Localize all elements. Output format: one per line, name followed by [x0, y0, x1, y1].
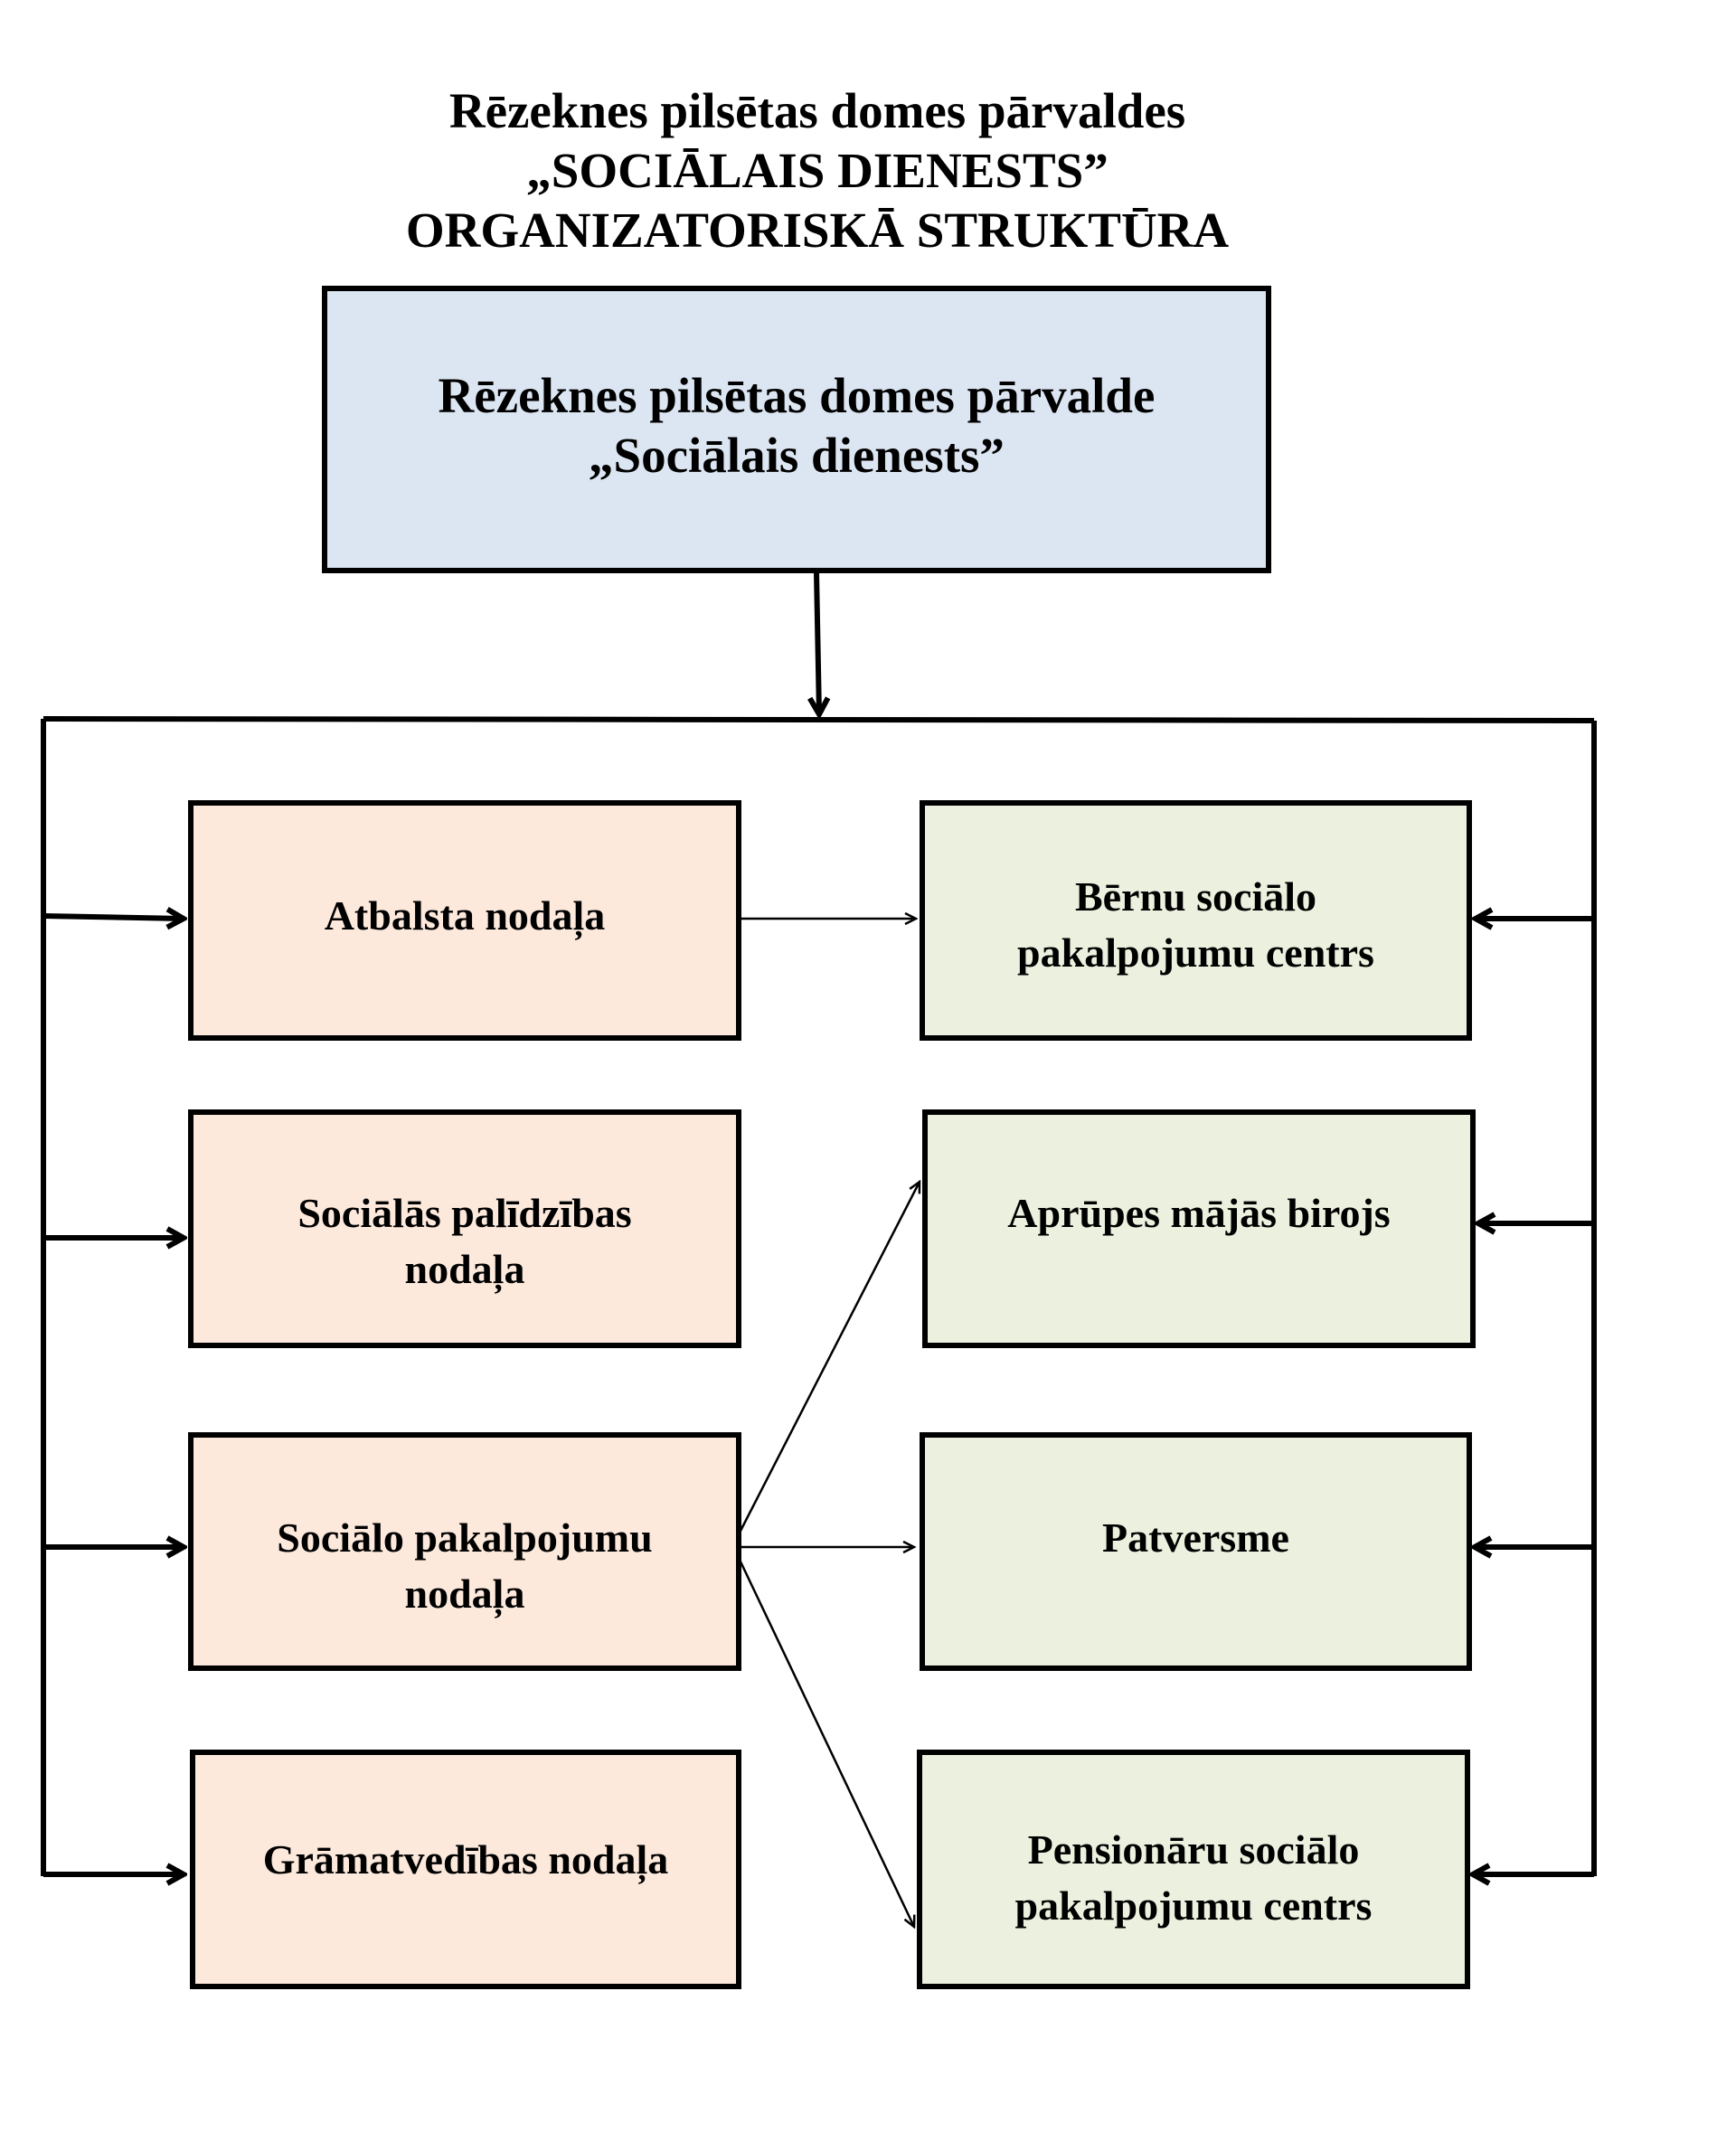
- main-office-box: Rēzeknes pilsētas domes pārvalde „Sociāl…: [322, 286, 1271, 573]
- dept-socialas-palidzibas-nodala: Sociālās palīdzības nodaļa: [188, 1109, 741, 1348]
- title-line-3: ORGANIZATORISKĀ STRUKTŪRA: [405, 203, 1230, 258]
- title-line-2: „SOCIĀLAIS DIENESTS”: [526, 143, 1109, 198]
- unit-patversme: Patversme: [920, 1432, 1472, 1671]
- dept-atbalsta-nodala: Atbalsta nodaļa: [188, 800, 741, 1041]
- dept-atbalsta-label: Atbalsta nodaļa: [324, 892, 606, 939]
- top-distribution-line: [42, 716, 1595, 723]
- title-line-1: Rēzeknes pilsētas domes pārvaldes: [448, 83, 1186, 138]
- diagram-title: Rēzeknes pilsētas domes pārvaldes „SOCIĀ…: [0, 81, 1635, 260]
- arrow-to-atbalsta: [42, 916, 184, 919]
- unit-pensionaru-socialo-pakalpojumu-centrs: Pensionāru sociālo pakalpojumu centrs: [917, 1750, 1470, 1989]
- unit-aprupes-majas-birojs: Aprūpes mājās birojs: [922, 1109, 1476, 1348]
- dept-socialas-palidzibas-line-2: nodaļa: [404, 1246, 525, 1292]
- unit-pensionaru-line-2: pakalpojumu centrs: [1014, 1883, 1373, 1929]
- unit-aprupes-label: Aprūpes mājās birojs: [1007, 1190, 1391, 1236]
- dept-socialo-pakalpojumu-nodala: Sociālo pakalpojumu nodaļa: [188, 1432, 741, 1671]
- unit-bernu-line-1: Bērnu sociālo: [1074, 873, 1317, 920]
- dept-socialo-pakalpojumu-line-1: Sociālo pakalpojumu: [277, 1514, 653, 1561]
- dept-gramatvedibas-label: Grāmatvedības nodaļa: [262, 1835, 669, 1883]
- main-down-arrow: [816, 572, 819, 714]
- link-pakalpojumu-aprupes: [738, 1182, 920, 1533]
- unit-bernu-socialo-pakalpojumu-centrs: Bērnu sociālo pakalpojumu centrs: [920, 800, 1472, 1041]
- dept-gramatvedibas-nodala: Grāmatvedības nodaļa: [190, 1750, 741, 1989]
- dept-socialas-palidzibas-line-1: Sociālās palīdzības: [297, 1190, 632, 1236]
- main-office-line-1: Rēzeknes pilsētas domes pārvalde: [438, 368, 1156, 423]
- unit-bernu-line-2: pakalpojumu centrs: [1017, 929, 1374, 976]
- unit-patversme-label: Patversme: [1102, 1514, 1289, 1561]
- unit-pensionaru-line-1: Pensionāru sociālo: [1027, 1826, 1360, 1873]
- link-pakalpojumu-pensionaru: [738, 1559, 914, 1927]
- dept-socialo-pakalpojumu-line-2: nodaļa: [404, 1571, 525, 1617]
- main-office-line-2: „Sociālais dienests”: [589, 428, 1005, 483]
